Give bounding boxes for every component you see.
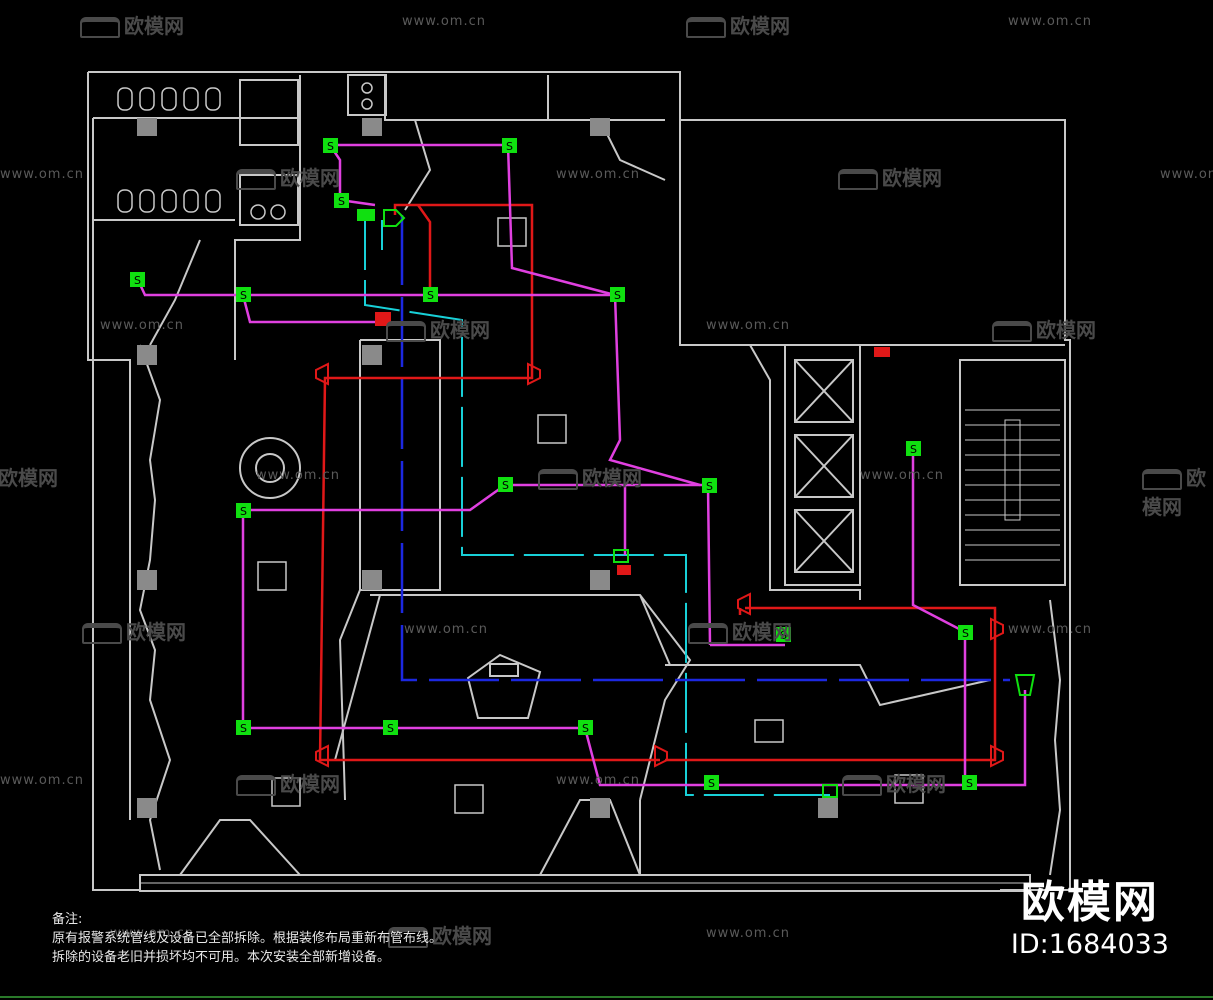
detector-symbol: S bbox=[704, 775, 719, 790]
detector-symbol: S bbox=[383, 720, 398, 735]
detector-symbol: S bbox=[702, 478, 717, 493]
svg-text:S: S bbox=[327, 140, 334, 153]
svg-text:S: S bbox=[708, 777, 715, 790]
detector-symbol: S bbox=[906, 441, 921, 456]
svg-text:S: S bbox=[240, 722, 247, 735]
notes-line: 原有报警系统管线及设备已全部拆除。根据装修布局重新布管布线。 bbox=[52, 931, 443, 946]
detector-symbol: S bbox=[962, 775, 977, 790]
alarm-horns bbox=[315, 312, 1004, 768]
detector-symbol: S bbox=[610, 287, 625, 302]
svg-text:S: S bbox=[338, 195, 345, 208]
detector-symbol: S bbox=[236, 720, 251, 735]
svg-text:S: S bbox=[240, 505, 247, 518]
alarm-devices bbox=[357, 209, 1036, 798]
drawing-notes: 备注: 原有报警系统管线及设备已全部拆除。根据装修布局重新布管布线。 拆除的设备… bbox=[52, 910, 442, 967]
detector-symbol: S bbox=[776, 627, 791, 642]
svg-text:S: S bbox=[706, 480, 713, 493]
detector-symbol: S bbox=[130, 272, 145, 287]
brand-stamp: 欧模网 ID:1684033 bbox=[1011, 878, 1169, 962]
detector-symbol: S bbox=[578, 720, 593, 735]
detector-symbol: S bbox=[323, 138, 338, 153]
svg-text:S: S bbox=[962, 627, 969, 640]
svg-text:S: S bbox=[502, 479, 509, 492]
svg-text:S: S bbox=[966, 777, 973, 790]
detector-symbol: S bbox=[334, 193, 349, 208]
vents bbox=[257, 217, 924, 814]
svg-text:S: S bbox=[582, 722, 589, 735]
detector-symbol: S bbox=[236, 503, 251, 518]
detector-symbol: S bbox=[958, 625, 973, 640]
blue-circuit bbox=[400, 215, 1010, 682]
svg-text:S: S bbox=[506, 140, 513, 153]
svg-text:S: S bbox=[134, 274, 141, 287]
model-id: ID:1684033 bbox=[1010, 929, 1169, 960]
detector-symbol: S bbox=[502, 138, 517, 153]
svg-text:S: S bbox=[387, 722, 394, 735]
svg-text:S: S bbox=[427, 289, 434, 302]
svg-text:S: S bbox=[240, 289, 247, 302]
bottom-border bbox=[0, 996, 1213, 998]
svg-text:S: S bbox=[780, 629, 787, 642]
svg-text:S: S bbox=[910, 443, 917, 456]
notes-line: 拆除的设备老旧并损坏均不可用。本次安装全部新增设备。 bbox=[52, 950, 391, 965]
columns bbox=[137, 118, 838, 818]
brand-name: 欧模网 bbox=[1020, 877, 1159, 928]
detector-symbol: S bbox=[498, 477, 513, 492]
red-circuit bbox=[318, 203, 997, 762]
smoke-detectors: S S S S S S S S S S S S S S S S S S bbox=[130, 138, 977, 790]
notes-heading: 备注: bbox=[52, 912, 83, 927]
detector-symbol: S bbox=[236, 287, 251, 302]
walls bbox=[87, 71, 1071, 892]
cyan-circuit bbox=[364, 210, 830, 796]
svg-text:S: S bbox=[614, 289, 621, 302]
detector-symbol: S bbox=[423, 287, 438, 302]
